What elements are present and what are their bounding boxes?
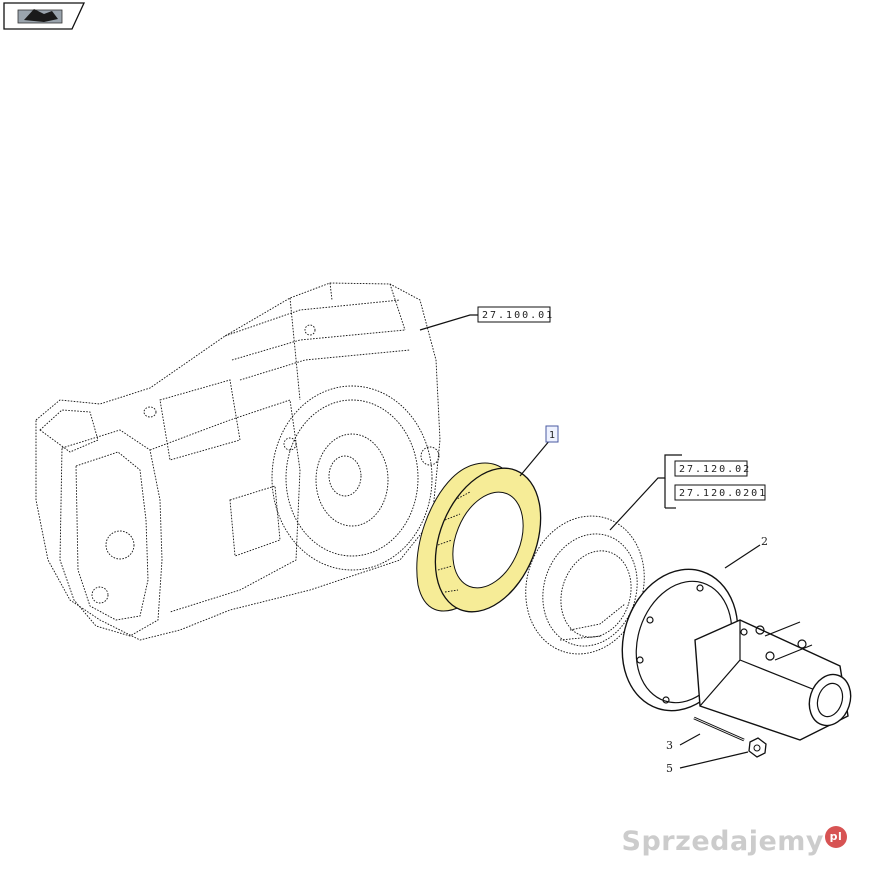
transmission-housing <box>35 282 441 641</box>
leader-lines <box>419 314 761 769</box>
svg-text:27.100.01: 27.100.01 <box>482 310 554 321</box>
nut-5[interactable] <box>748 737 767 758</box>
svg-text:27.120.02: 27.120.02 <box>679 464 751 475</box>
callout-27-100-01[interactable]: 27.100.01 <box>477 306 554 323</box>
exploded-view-icon[interactable] <box>3 2 86 30</box>
callout-27-120-02[interactable]: 27.120.02 <box>674 460 751 477</box>
highlighted-part-1[interactable] <box>415 452 560 627</box>
part-number-2: 2 <box>761 535 768 548</box>
stud-3[interactable] <box>693 716 745 742</box>
part-number-3: 3 <box>666 739 673 752</box>
callout-27-120-0201[interactable]: 27.120.0201 <box>674 484 767 501</box>
part-number-5: 5 <box>666 762 673 775</box>
callout-1[interactable]: 1 <box>545 425 559 443</box>
svg-text:1: 1 <box>549 430 557 441</box>
final-drive-housing-2[interactable] <box>604 554 857 741</box>
svg-text:27.120.0201: 27.120.0201 <box>679 488 767 499</box>
